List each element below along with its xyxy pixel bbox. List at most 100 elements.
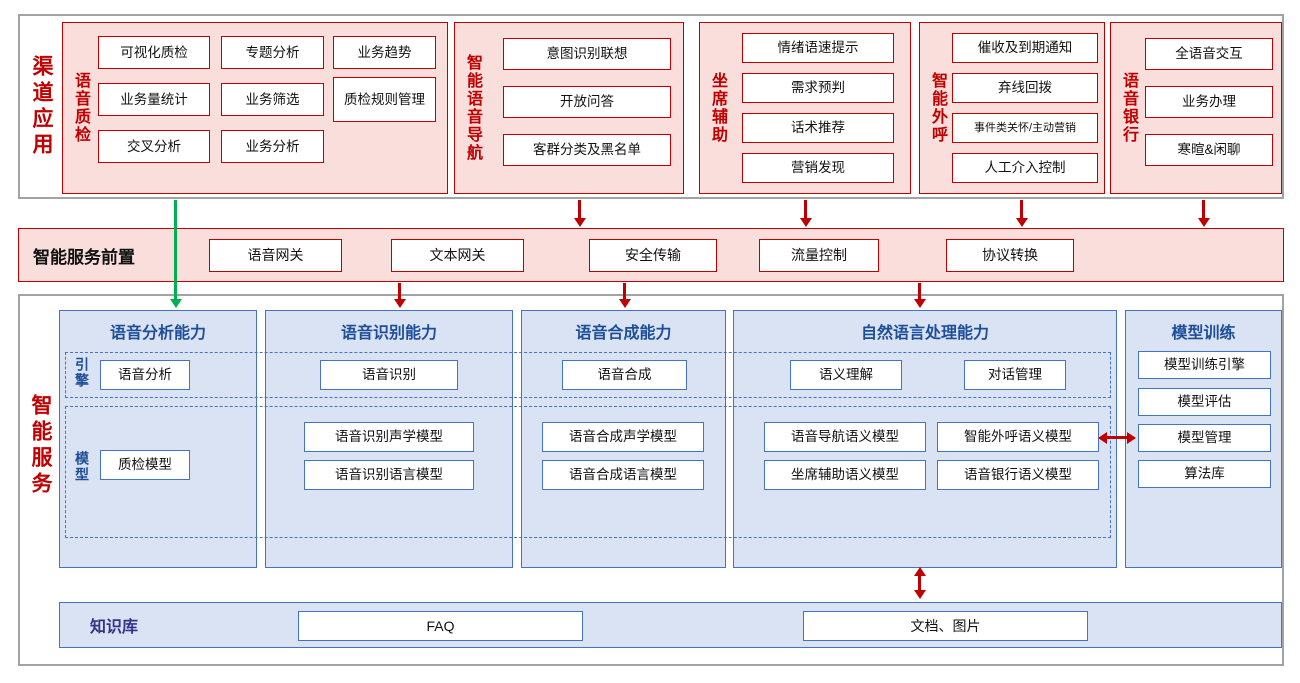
app-box: 情绪语速提示 [742, 33, 894, 63]
app-box: 业务趋势 [333, 36, 436, 69]
capability-title: 语音识别能力 [340, 325, 437, 342]
gateway-box: 协议转换 [946, 239, 1074, 272]
app-box: 意图识别联想 [503, 38, 671, 70]
group-voice-quality-label: 语音质检 [72, 72, 89, 144]
arrow-head [1098, 431, 1107, 444]
arrow-agent-assist-to-gateway [799, 200, 812, 227]
group-label-wrap: 智能外呼 [924, 23, 950, 193]
arrow-line [1020, 200, 1023, 218]
engine-box: 语义理解 [790, 360, 902, 390]
arrow-gateway-to-recognition [393, 283, 406, 308]
gateway-box: 语音网关 [209, 239, 342, 272]
group-label-wrap: 智能语音导航 [459, 23, 485, 193]
model-box: 语音合成语言模型 [542, 460, 704, 490]
model-box: 语音识别语言模型 [304, 460, 474, 490]
arrow-line [398, 283, 401, 299]
app-box: 客群分类及黑名单 [503, 134, 671, 166]
arrow-head [1197, 218, 1210, 227]
engine-band [65, 352, 1111, 398]
arrow-outbound-to-gateway [1015, 200, 1028, 227]
app-box: 人工介入控制 [952, 153, 1098, 183]
group-voice-bank-label: 语音银行 [1120, 72, 1137, 144]
model-box: 智能外呼语义模型 [937, 422, 1099, 452]
app-box: 业务筛选 [221, 83, 324, 116]
group-voice-navigation-label: 智能语音导航 [464, 54, 481, 162]
training-box: 模型管理 [1138, 424, 1271, 452]
arrow-voice-bank-to-gateway [1197, 200, 1210, 227]
app-box: 全语音交互 [1145, 38, 1273, 70]
arrow-head [393, 299, 406, 308]
group-agent-assist: 坐席辅助 情绪语速提示 需求预判 话术推荐 营销发现 [699, 22, 911, 194]
group-voice-quality-inspection: 语音质检 可视化质检 专题分析 业务趋势 业务量统计 业务筛选 质检规则管理 交… [62, 22, 448, 194]
arrow-head [913, 299, 926, 308]
arrow-head [618, 299, 631, 308]
arrow-line [578, 200, 581, 218]
app-box: 话术推荐 [742, 113, 894, 143]
app-box: 可视化质检 [98, 36, 210, 69]
arrow-line [623, 283, 626, 299]
arrow-line [1107, 436, 1127, 439]
group-label-wrap: 语音质检 [67, 23, 93, 193]
engine-band-label: 引擎 [74, 357, 90, 389]
group-outbound-call-label: 智能外呼 [929, 72, 946, 144]
group-label-wrap: 语音银行 [1115, 23, 1141, 193]
group-voice-navigation: 智能语音导航 意图识别联想 开放问答 客群分类及黑名单 [454, 22, 684, 194]
app-box: 需求预判 [742, 73, 894, 103]
model-box: 语音识别声学模型 [304, 422, 474, 452]
group-agent-assist-label: 坐席辅助 [709, 72, 726, 144]
knowledge-bar: 知识库 FAQ 文档、图片 [59, 602, 1282, 648]
model-box: 语音导航语义模型 [764, 422, 926, 452]
app-box: 质检规则管理 [333, 77, 436, 122]
app-box: 寒暄&闲聊 [1145, 134, 1273, 166]
arrow-nlp-knowledge-bidirectional [913, 567, 926, 599]
arrow-head [169, 299, 182, 308]
knowledge-box: FAQ [298, 611, 583, 641]
app-box: 开放问答 [503, 86, 671, 118]
app-box: 交叉分析 [98, 130, 210, 163]
arrow-navigation-to-gateway [573, 200, 586, 227]
model-box: 语音合成声学模型 [542, 422, 704, 452]
gateway-box: 文本网关 [391, 239, 524, 272]
app-box: 业务分析 [221, 130, 324, 163]
engine-box: 语音识别 [320, 360, 458, 390]
service-section-label-wrap: 智能服务 [20, 296, 60, 596]
training-box: 模型训练引擎 [1138, 351, 1271, 379]
channel-application-section: 渠道应用 语音质检 可视化质检 专题分析 业务趋势 业务量统计 业务筛选 质检规… [18, 14, 1284, 199]
knowledge-box: 文档、图片 [803, 611, 1088, 641]
arrow-head [913, 567, 926, 576]
arrow-line [174, 200, 177, 299]
capability-title: 语音分析能力 [109, 325, 206, 342]
arrow-nlp-training-bidirectional [1098, 431, 1136, 444]
capability-title: 语音合成能力 [575, 325, 672, 342]
model-box: 坐席辅助语义模型 [764, 460, 926, 490]
arrow-head [1015, 218, 1028, 227]
arrow-head [799, 218, 812, 227]
gateway-bar-label: 智能服务前置 [33, 247, 135, 267]
engine-box: 语音分析 [100, 360, 190, 390]
channel-section-label-wrap: 渠道应用 [20, 16, 62, 197]
capability-voice-analysis: 语音分析能力 [59, 310, 257, 568]
arrow-head [913, 590, 926, 599]
arrow-line [918, 576, 921, 590]
service-section-label: 智能服务 [29, 394, 52, 498]
capability-title: 模型训练 [1171, 325, 1236, 342]
model-band-label: 模型 [74, 451, 90, 483]
knowledge-bar-label: 知识库 [90, 619, 139, 636]
group-voice-bank: 语音银行 全语音交互 业务办理 寒暄&闲聊 [1110, 22, 1282, 194]
gateway-box: 流量控制 [759, 239, 879, 272]
arrow-quality-to-analysis [169, 200, 182, 308]
app-box: 弃线回拨 [952, 73, 1098, 103]
app-box: 专题分析 [221, 36, 324, 69]
capability-title: 自然语言处理能力 [860, 325, 989, 342]
arrow-line [1202, 200, 1205, 218]
arrow-head [1127, 431, 1136, 444]
engine-box: 语音合成 [562, 360, 687, 390]
gateway-box: 安全传输 [589, 239, 717, 272]
model-box: 质检模型 [100, 450, 190, 480]
arrow-head [573, 218, 586, 227]
channel-section-label: 渠道应用 [30, 54, 53, 159]
intelligent-service-section: 智能服务 语音分析能力 语音识别能力 语音合成能力 自然语言处理能力 模型训练 … [18, 294, 1284, 666]
arrow-gateway-to-nlp [913, 283, 926, 308]
training-box: 算法库 [1138, 460, 1271, 488]
